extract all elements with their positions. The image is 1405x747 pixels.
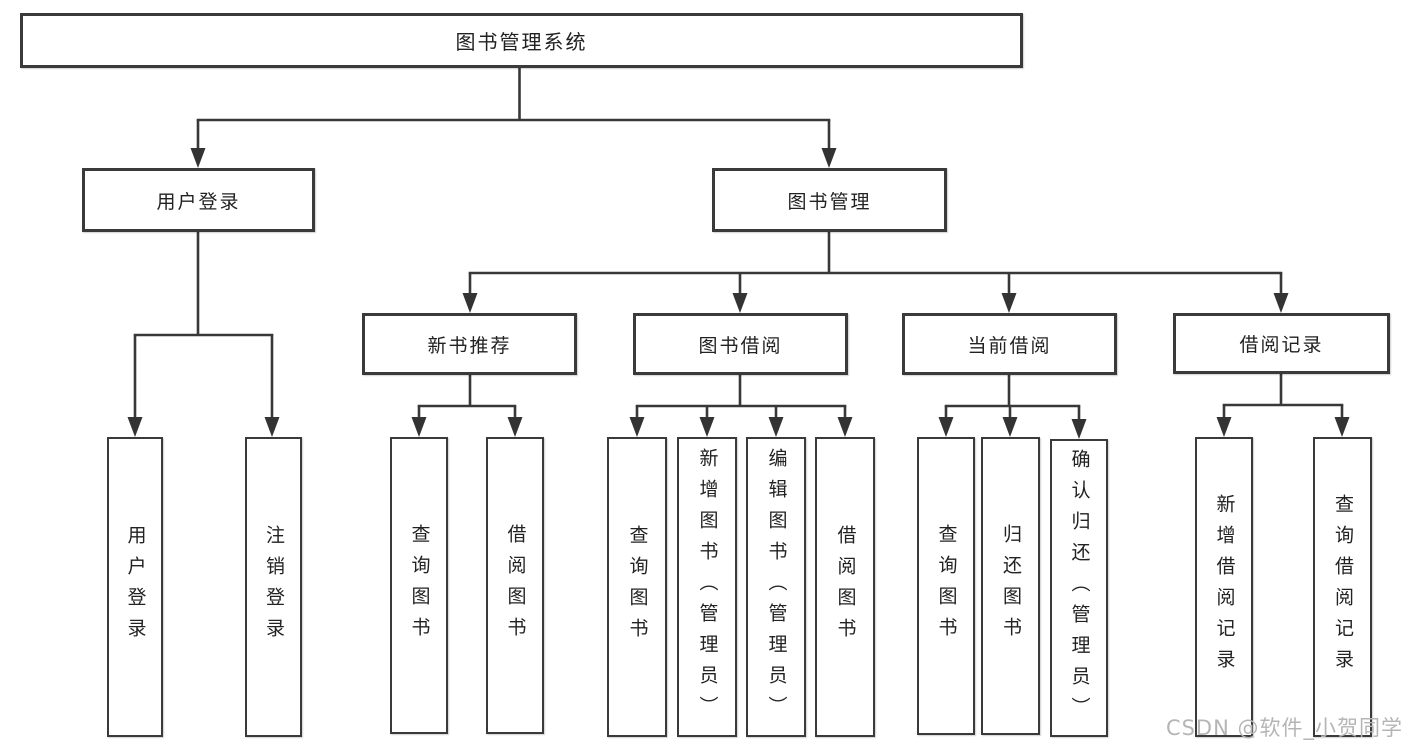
connector-root-to-level2 [190, 68, 837, 168]
leaf-add-books-admin: 新增图书（管理员） [677, 437, 737, 737]
leaf-logout: 注销登录 [245, 437, 302, 737]
leaf-add-borrow-record-label: 新增借阅记录 [1213, 494, 1236, 680]
node-user-login-label: 用户登录 [156, 190, 241, 213]
leaf-borrow-books-recommend-label: 借阅图书 [504, 523, 527, 648]
leaf-query-books-borrow: 查询图书 [607, 437, 667, 737]
leaf-query-books-current: 查询图书 [917, 437, 975, 735]
node-current-borrow-label: 当前借阅 [967, 334, 1052, 357]
leaf-borrow-books-label: 借阅图书 [834, 525, 857, 649]
watermark: CSDN @软件_小贺同学 [1165, 716, 1403, 740]
connector-user-login-branch [127, 232, 280, 437]
leaf-confirm-return-admin-label: 确认归还（管理员） [1068, 448, 1091, 728]
leaf-query-borrow-record-label: 查询借阅记录 [1332, 494, 1354, 680]
connector-new-book-recommend-branch [411, 375, 523, 437]
node-borrow-records: 借阅记录 [1173, 313, 1390, 374]
leaf-edit-books-admin-label: 编辑图书（管理员） [765, 447, 788, 727]
leaf-user-login: 用户登录 [107, 437, 163, 737]
leaf-add-books-admin-label: 新增图书（管理员） [696, 447, 719, 727]
leaf-query-books-recommend: 查询图书 [390, 437, 448, 734]
leaf-borrow-books: 借阅图书 [815, 437, 875, 737]
leaf-edit-books-admin: 编辑图书（管理员） [746, 437, 806, 737]
leaf-query-borrow-record: 查询借阅记录 [1313, 437, 1372, 737]
leaf-return-books: 归还图书 [981, 437, 1040, 735]
node-current-borrow: 当前借阅 [902, 313, 1117, 375]
leaf-logout-label: 注销登录 [263, 525, 285, 649]
node-new-book-recommend-label: 新书推荐 [427, 334, 512, 357]
leaf-query-books-borrow-label: 查询图书 [626, 525, 649, 649]
node-book-management: 图书管理 [712, 168, 947, 232]
node-user-login: 用户登录 [82, 168, 315, 232]
connector-book-borrow-branch [629, 375, 853, 437]
connector-book-management-branch [462, 232, 1289, 313]
node-library-management-system: 图书管理系统 [20, 13, 1023, 68]
leaf-add-borrow-record: 新增借阅记录 [1195, 437, 1253, 737]
leaf-query-books-recommend-label: 查询图书 [408, 523, 431, 648]
node-borrow-records-label: 借阅记录 [1239, 334, 1324, 356]
leaf-user-login-label: 用户登录 [124, 525, 147, 649]
node-library-management-system-label: 图书管理系统 [455, 30, 588, 54]
leaf-confirm-return-admin: 确认归还（管理员） [1050, 439, 1108, 737]
connector-borrow-records-branch [1216, 374, 1350, 437]
leaf-borrow-books-recommend: 借阅图书 [486, 437, 544, 734]
connector-current-borrow-branch [938, 375, 1087, 439]
leaf-query-books-current-label: 查询图书 [935, 524, 958, 648]
node-book-borrow: 图书借阅 [633, 313, 848, 375]
node-book-borrow-label: 图书借阅 [698, 334, 783, 357]
leaf-return-books-label: 归还图书 [1000, 524, 1022, 648]
node-book-management-label: 图书管理 [787, 190, 872, 213]
node-new-book-recommend: 新书推荐 [362, 313, 577, 375]
